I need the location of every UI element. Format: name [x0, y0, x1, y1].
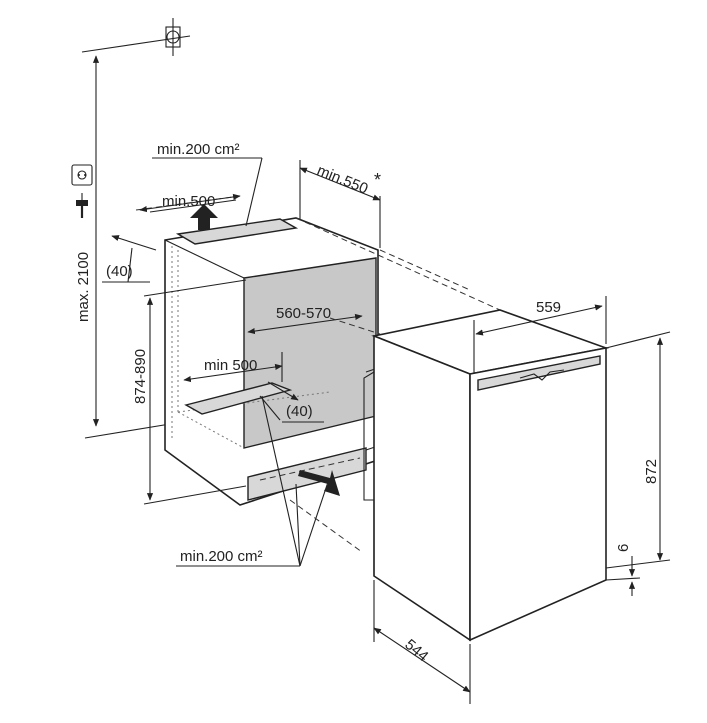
appliance — [363, 309, 610, 642]
bottom-width-label: min 500 — [204, 357, 257, 374]
door-handle — [477, 355, 601, 391]
niche-height-dimension: 874-890 — [132, 279, 247, 505]
asterisk-mark: * — [374, 170, 381, 190]
gas-tap-icon — [81, 18, 191, 56]
bottom-gap-dimension: (40) — [259, 381, 324, 423]
appliance-width-dimension: 559 — [473, 296, 607, 374]
appliance-depth-label: 544 — [401, 636, 431, 665]
top-width-dimension: min.500 — [135, 193, 241, 213]
max-height-label: max. 2100 — [75, 252, 92, 322]
bottom-vent-callout: min.200 cm² — [176, 395, 363, 567]
bottom-vent-area-label: min.200 cm² — [180, 548, 263, 565]
depth-top-label: min.550 — [315, 162, 371, 198]
inner-depth-label: 560-570 — [276, 305, 331, 322]
air-out-arrow-icon — [190, 204, 218, 230]
top-width-label: min.500 — [162, 193, 215, 210]
niche-height-label: 874-890 — [132, 349, 149, 404]
top-gap-label: (40) — [106, 263, 133, 280]
air-in-arrow-icon — [298, 470, 340, 496]
top-vent-callout: min.200 cm² — [152, 141, 263, 227]
bottom-rear-vent — [184, 382, 293, 415]
appliance-height-label: 872 — [643, 459, 660, 484]
bottom-width-dimension: min 500 — [183, 352, 283, 383]
niche — [164, 217, 379, 506]
max-height-dimension: max. 2100 — [71, 55, 171, 439]
appliance-height-dimension: 872 — [605, 331, 671, 569]
plinth-dimension: 6 — [605, 544, 641, 596]
projection-lines — [295, 217, 501, 335]
inner-depth-dimension: 560-570 — [247, 305, 363, 335]
top-gap-dimension: (40) — [102, 235, 157, 283]
socket-icon — [71, 164, 93, 186]
plug-icon — [76, 193, 88, 218]
appliance-width-label: 559 — [536, 299, 561, 316]
bottom-gap-label: (40) — [286, 403, 313, 420]
plinth-label: 6 — [615, 544, 632, 552]
top-vent-area-label: min.200 cm² — [157, 141, 240, 158]
